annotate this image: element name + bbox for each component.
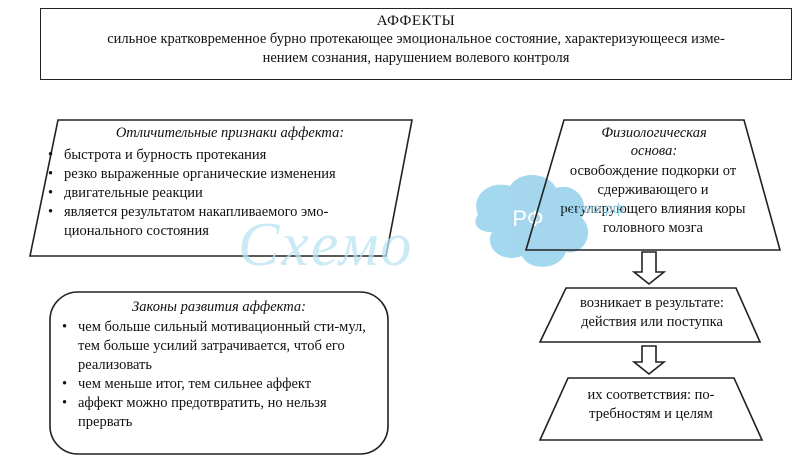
laws-box-shape: [49, 291, 389, 455]
definition-line-1: сильное кратковременное бурно протекающе…: [107, 31, 725, 47]
signs-box-shape: [29, 119, 413, 257]
list-item: аффект можно предотвратить, но нельзя пр…: [60, 394, 380, 432]
definition-box: АФФЕКТЫ сильное кратковременное бурно пр…: [40, 8, 792, 80]
arrow-down-icon: [631, 251, 667, 286]
list-item: чем меньше итог, тем сильнее аффект: [60, 375, 380, 394]
list-item: резко выраженные органические изменения: [46, 165, 376, 184]
diagram-title: АФФЕКТЫ: [376, 13, 456, 29]
physiology-heading: Физиологическая основа:: [601, 125, 707, 159]
watermark-badge: РФ: [512, 206, 543, 231]
mismatch-box-shape: [538, 377, 764, 441]
signs-list: быстрота и бурность протекания резко выр…: [46, 146, 376, 241]
signs-heading: Отличительные признаки аффекта:: [115, 125, 345, 141]
physiology-text: освобождение подкорки от сдерживающего и…: [560, 163, 746, 236]
result-box-shape: [538, 287, 762, 343]
list-item: чем больше сильный мотивационный сти-мул…: [60, 318, 380, 375]
list-item: двигательные реакции: [46, 184, 376, 203]
definition-line-2: нением сознания, нарушением волевого кон…: [262, 50, 570, 66]
list-item: быстрота и бурность протекания: [46, 146, 376, 165]
list-item: является результатом накапливаемого эмо-…: [46, 203, 376, 241]
laws-heading: Законы развития аффекта:: [132, 299, 306, 315]
mismatch-text: их соответствия: по-требностям и целям: [587, 387, 715, 422]
physiology-box-shape: [524, 119, 782, 251]
laws-list: чем больше сильный мотивационный сти-мул…: [60, 318, 380, 432]
watermark-small-text: схемо.рф: [562, 200, 625, 216]
arrow-down-icon: [631, 345, 667, 376]
watermark-large-text: Схемо: [238, 211, 414, 279]
watermark-logo-icon: РФ: [475, 174, 589, 267]
result-text: возникает в результате: действия или пос…: [580, 295, 724, 330]
